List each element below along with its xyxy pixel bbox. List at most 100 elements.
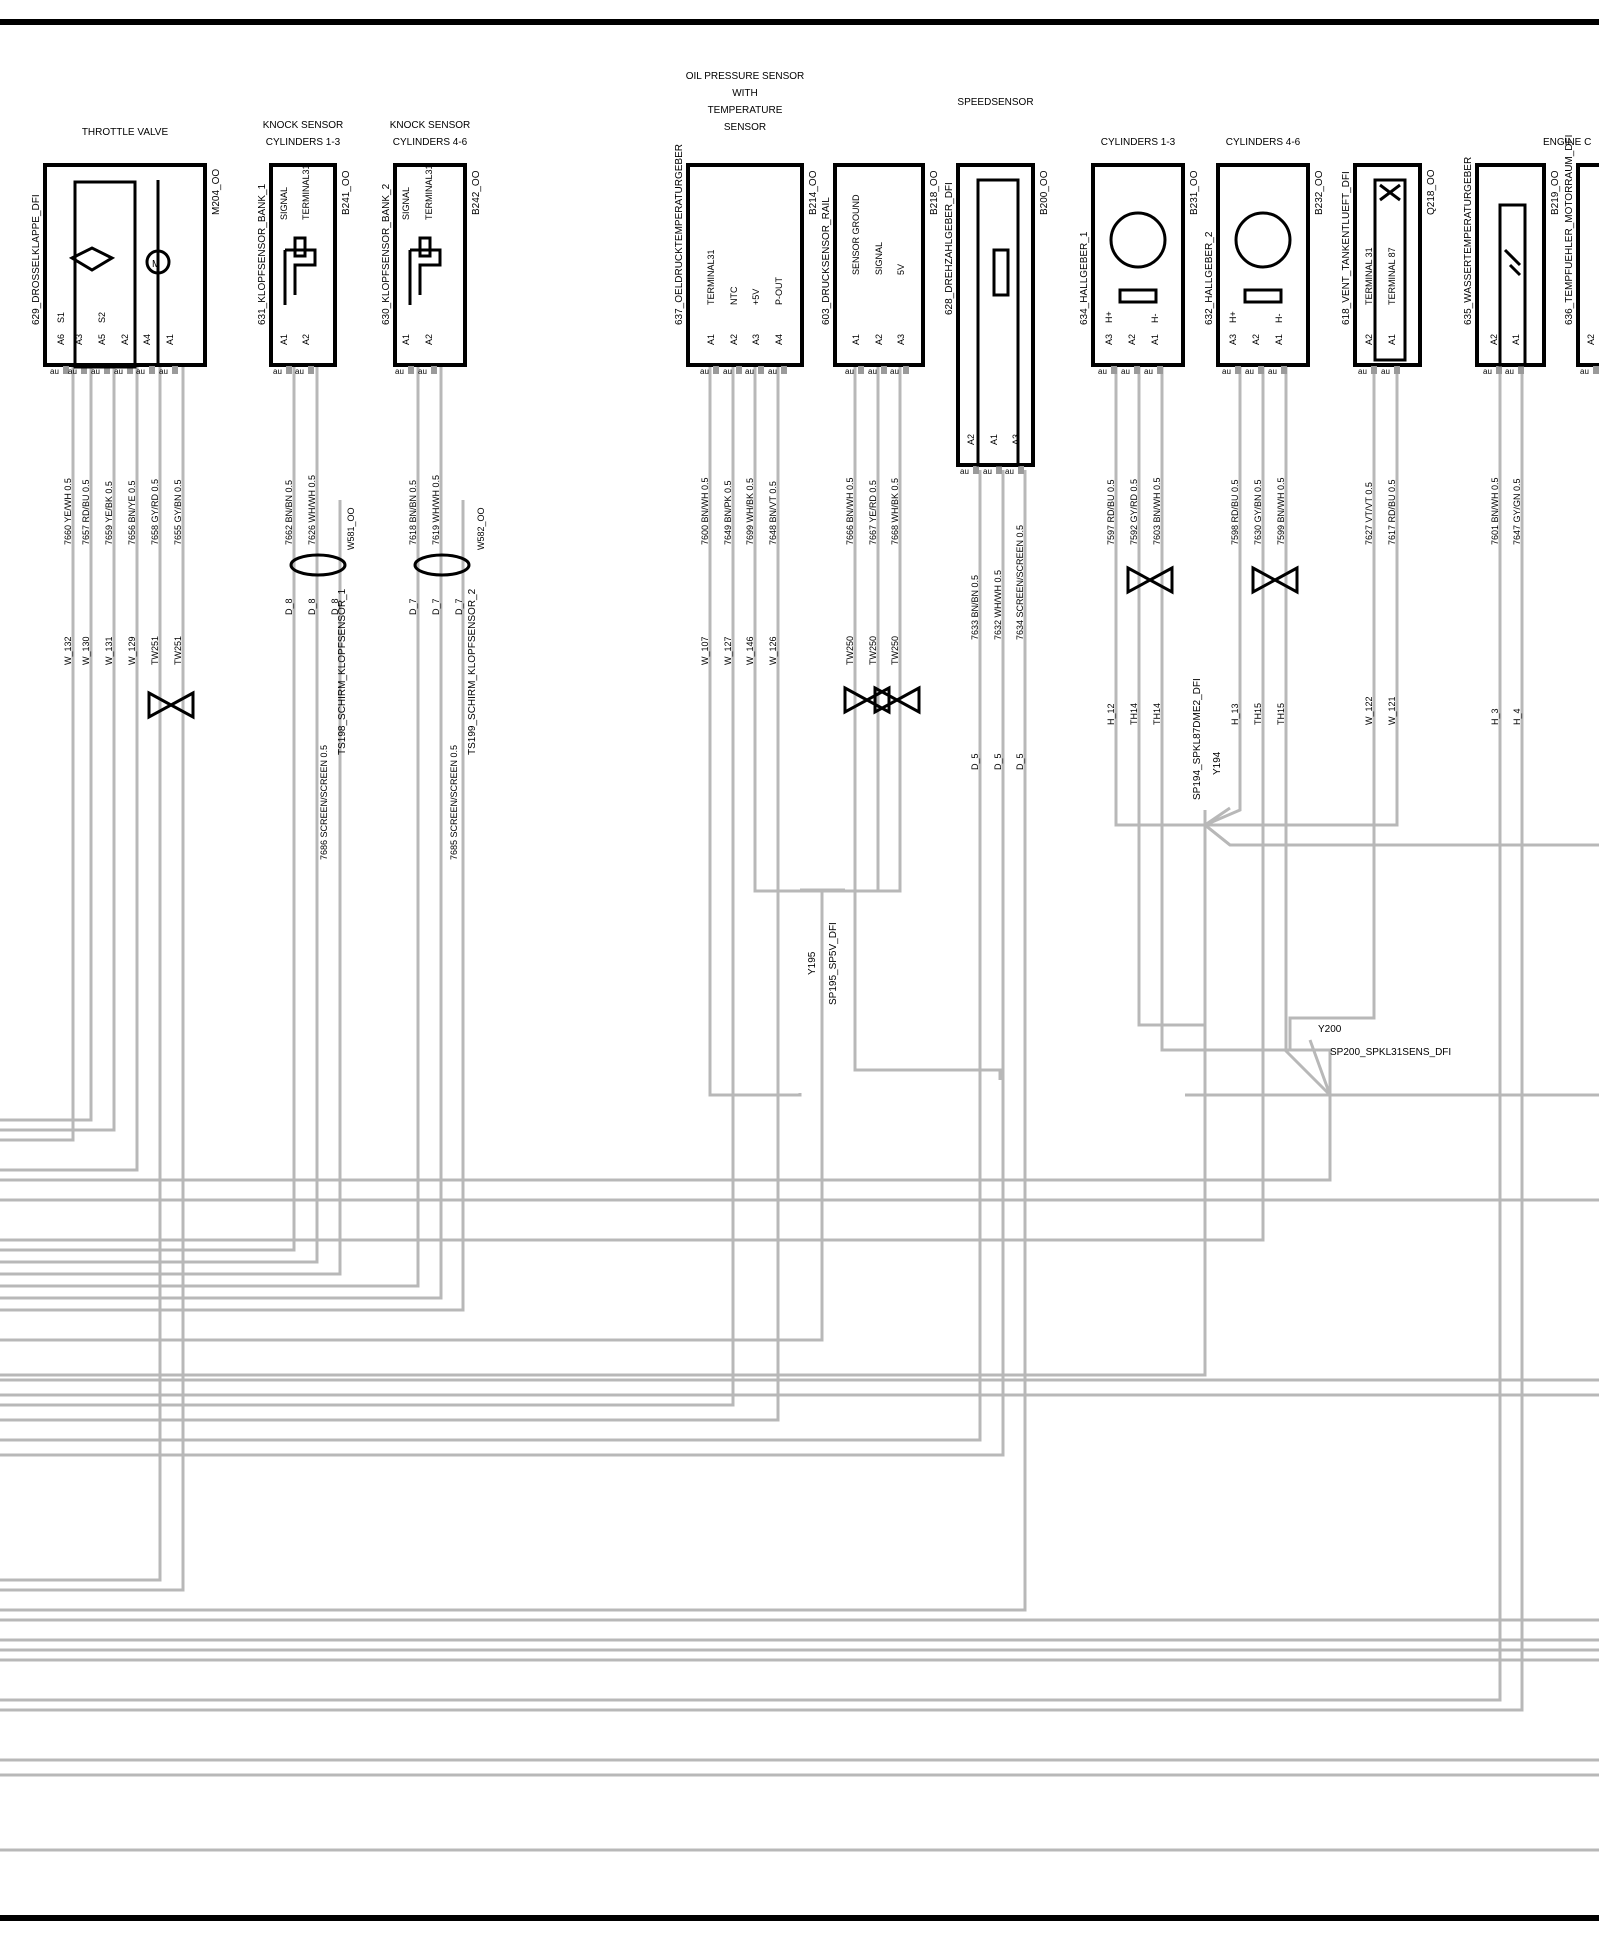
component-title: SPEEDSENSOR (957, 97, 1033, 108)
pin-tag: au (960, 467, 969, 476)
pin-label: A2 (729, 334, 739, 345)
component-name: 634_HALLGEBER_1 (1079, 231, 1090, 325)
component-box (833, 163, 925, 367)
pin-label: A1 (279, 334, 289, 345)
pin-function: TERMINAL31 (424, 164, 434, 220)
pin-terminal (1134, 366, 1140, 374)
pin-terminal (1518, 366, 1524, 374)
pin-terminal (431, 366, 437, 374)
component-ref: B231_OO (1189, 170, 1200, 215)
pin-tag: au (114, 367, 123, 376)
pin-terminal (758, 366, 764, 374)
pin-label: A2 (1364, 334, 1374, 345)
shield-ellipse (289, 553, 347, 577)
connector-label: D_5 (1015, 753, 1025, 770)
pin-label: A1 (1150, 334, 1160, 345)
wire-label: 7686 SCREEN/SCREEN 0.5 (319, 745, 329, 860)
pin-function: 5V (896, 264, 906, 275)
wire-label: 7627 VT/VT 0.5 (1364, 482, 1374, 545)
pin-tag: au (890, 367, 899, 376)
splice-y195: Y195 SP195_SP5V_DFI (800, 888, 845, 1005)
wire-label: 7649 BN/PK 0.5 (723, 480, 733, 545)
component-632-hallgeber-2[interactable]: CYLINDERS 4-6632_HALLGEBER_2B232_OOA3H+a… (1204, 137, 1325, 725)
connector-label: TH14 (1129, 703, 1139, 725)
component-name: 632_HALLGEBER_2 (1204, 231, 1215, 325)
component-631-klopfsensor-bank-1[interactable]: KNOCK SENSOR CYLINDERS 1-3 631_KLOPFSENSOR… (257, 120, 356, 860)
pin-tag: au (1121, 367, 1130, 376)
connector-label: TW250 (868, 636, 878, 665)
pin-label: A1 (989, 434, 999, 445)
connector-label: TW250 (890, 636, 900, 665)
component-symbols: M (68, 178, 1527, 467)
wire-label: 7685 SCREEN/SCREEN 0.5 (449, 745, 459, 860)
pin-tag: au (868, 367, 877, 376)
connector-label: TW250 (845, 636, 855, 665)
component-ref: B242_OO (471, 170, 482, 215)
connector-label: D_7 (431, 598, 441, 615)
pin-label: A2 (1489, 334, 1499, 345)
connector-label: D_8 (284, 598, 294, 615)
pin-function: H+ (1228, 311, 1238, 323)
connector-label: D_5 (993, 753, 1003, 770)
wire-label: 7597 RD/BU 0.5 (1106, 479, 1116, 545)
splice-y194: SP194_SPKL87DME2_DFI Y194 (1192, 678, 1231, 847)
svg-text:M: M (152, 259, 160, 270)
component-634-hallgeber-1[interactable]: CYLINDERS 1-3634_HALLGEBER_1B231_OOA3H+a… (1079, 137, 1200, 725)
twist-marker (873, 685, 921, 715)
component-title: ENGINE C (1543, 137, 1591, 148)
pin-terminal (1496, 366, 1502, 374)
component-ref: Q218_OO (1426, 169, 1437, 215)
pin-function: TERMINAL 31 (1364, 247, 1374, 305)
component-629-drosselklappe-dfi[interactable]: THROTTLE VALVE629_DROSSELKLAPPE_DFIM204_… (31, 127, 222, 665)
wire-label: 7633 BN/BN 0.5 (970, 575, 980, 640)
component-637-oeldrucktemperaturgeber[interactable]: OIL PRESSURE SENSORWITHTEMPERATURESENSOR… (674, 71, 819, 665)
component-name: 636_TEMPFUEHLER_MOTORRAUM_DFI (1564, 135, 1575, 325)
component-ref: B241_OO (341, 170, 352, 215)
pin-tag: au (1483, 367, 1492, 376)
pin-terminal (1281, 366, 1287, 374)
pin-label: A3 (1104, 334, 1114, 345)
pin-function: TERMINAL 87 (1387, 247, 1397, 305)
pin-tag: au (1005, 467, 1014, 476)
wire-label: 7699 WH/BK 0.5 (745, 478, 755, 545)
pin-label: A1 (1511, 334, 1521, 345)
pin-tag: au (295, 367, 304, 376)
component-box (1091, 163, 1185, 367)
connector-label: W_122 (1364, 696, 1374, 725)
component-603-drucksensor-rail[interactable]: 603_DRUCKSENSOR_RAILB218_OOA1auA2auA3auS… (821, 163, 940, 665)
connector-label: H_13 (1230, 703, 1240, 725)
pin-label: A3 (896, 334, 906, 345)
pin-label: A4 (774, 334, 784, 345)
connector-label: W_131 (104, 636, 114, 665)
connector-label: TW251 (150, 636, 160, 665)
connector-label: W_121 (1387, 696, 1397, 725)
wire-label: 7626 WH/WH 0.5 (307, 475, 317, 545)
pin-label: A1 (401, 334, 411, 345)
component-636-tempfuehler-motorraum-dfi[interactable]: ENGINE C636_TEMPFUEHLER_MOTORRAUM_DFIA2a… (1543, 135, 1599, 376)
wire-label: 7647 GY/GN 0.5 (1512, 478, 1522, 545)
pin-terminal (172, 366, 178, 374)
splice-y195-label: Y195 (807, 951, 818, 975)
connector-label: TW251 (173, 636, 183, 665)
wire-label: 7666 BN/WH 0.5 (845, 477, 855, 545)
component-name: 628_DREHZAHLGEBER_DFI (944, 182, 955, 315)
component-name: 631_KLOPFSENSOR_BANK_1 (257, 183, 268, 325)
connector-label: W_107 (700, 636, 710, 665)
wire-label: 7657 RD/BU 0.5 (81, 479, 91, 545)
connector-label: H_12 (1106, 703, 1116, 725)
pin-tag: au (1144, 367, 1153, 376)
shield-terminal-label: TS198_SCHIRM_KLOPFSENSOR_1 (337, 588, 348, 755)
pin-terminal (1018, 466, 1024, 474)
pin-tag: au (700, 367, 709, 376)
wire-label: 7662 BN/BN 0.5 (284, 480, 294, 545)
component-title: CYLINDERS 1-3 (266, 137, 341, 148)
pin-function: SIGNAL (279, 187, 289, 220)
splice-y200: Y200 SP200_SPKL31SENS_DFI (1283, 1024, 1451, 1140)
component-title: KNOCK SENSOR (263, 120, 344, 131)
connector-label: W_146 (745, 636, 755, 665)
connector-label: D_5 (970, 753, 980, 770)
